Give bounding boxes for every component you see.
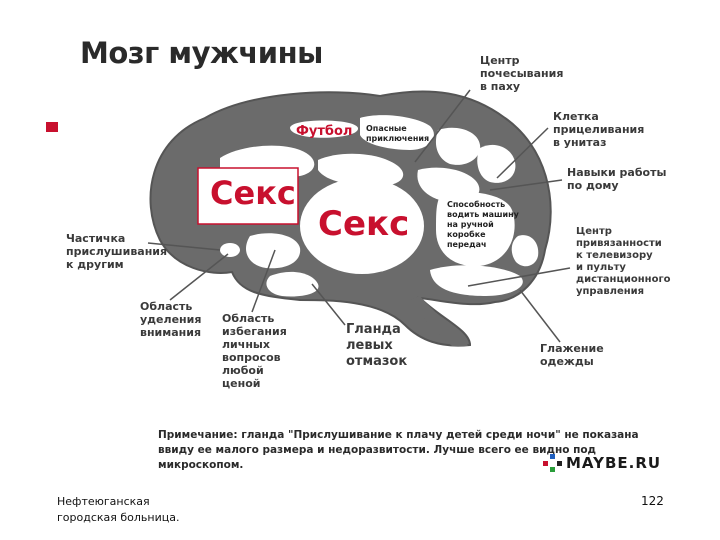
pointer-avoidance [251,249,276,313]
maybe-logo-text: MAYBE.RU [566,454,662,472]
pointer-listening [147,242,221,251]
region-sex-large [197,167,299,225]
region-toilet [477,144,516,183]
region-football [290,120,359,138]
region-label-sex-large: Секс [210,174,296,212]
label-listening: Частичка прислушивания к другим [66,232,168,271]
region-upper-right [435,127,481,165]
region-label-adventures: Опасные приключения [366,124,430,143]
region-bottom-mid [266,271,319,297]
region-tv [430,265,523,296]
label-attention: Область уделения внимания [140,300,202,339]
label-ironing: Глажение одежды [540,342,604,368]
region-listening [220,243,240,257]
maybe-logo: MAYBE.RU [542,452,672,474]
region-label-sex-center: Секс [318,204,410,244]
page-number: 122 [641,494,664,508]
slide-bullet-marker [46,122,58,132]
pointer-ironing [519,289,561,343]
footer-source: Нефтеюганская городская больница. [57,495,180,524]
region-sex-center [300,178,424,274]
region-label-transmission: Способность водить машину на ручной коро… [447,200,519,249]
region-left-lower [245,233,301,269]
region-transmission [436,192,515,267]
maybe-logo-icon [543,454,562,472]
region-right-tip [511,235,539,267]
label-excuses-gland: Гланда левых отмазок [346,322,408,369]
pointer-tv [467,267,571,287]
footnote-text: Примечание: гланда "Прислушивание к плач… [158,429,639,471]
pointer-attention [169,253,229,301]
pointer-groin [414,89,471,163]
label-groin-scratching: Центр почесывания в паху [480,54,564,93]
region-label-football: Футбол [296,124,353,139]
label-toilet-aiming: Клетка прицеливания в унитаз [553,110,645,149]
brain-stem [410,296,468,346]
diagram-title: Мозг мужчины [80,36,323,70]
region-adventures [360,115,434,150]
label-tv-attachment: Центр привязанности к телевизору и пульт… [576,226,671,297]
region-center-upper [318,153,404,186]
label-housework: Навыки работы по дому [567,166,667,192]
pointer-lines [147,89,571,343]
label-avoidance: Область избегания личных вопросов любой … [222,312,287,390]
pointer-toilet [496,127,549,179]
pointer-housework [489,179,563,191]
pointer-excuses [311,283,346,326]
